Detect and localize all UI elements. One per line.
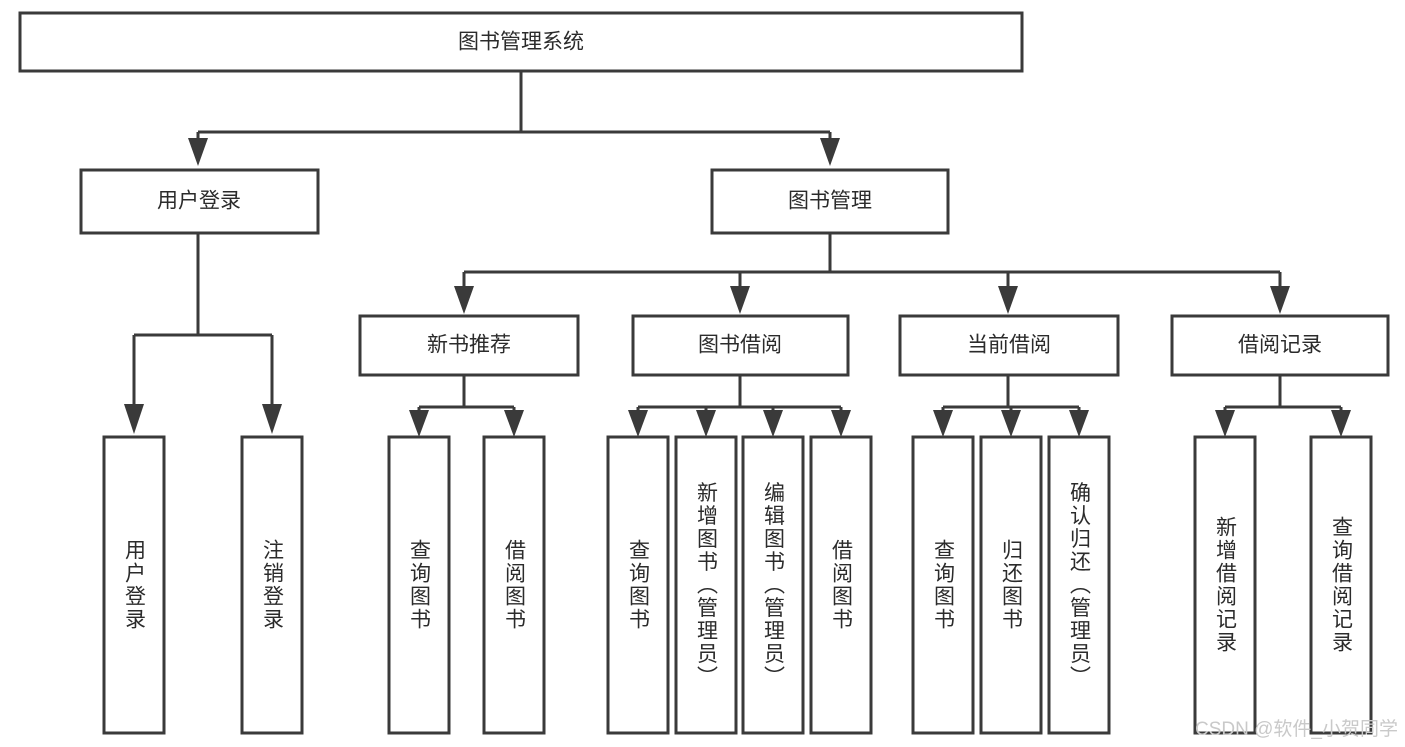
leaf-book-borrow-3-box[interactable] [809, 435, 873, 735]
connector-group-borrow-record [1215, 375, 1351, 437]
arrow-head-leaf-user-login-1 [262, 404, 282, 434]
node-new-book-recommend-label: 新书推荐 [427, 334, 511, 357]
arrow-head-book-borrow-leaf-1 [696, 410, 716, 437]
node-current-borrow-box[interactable] [898, 314, 1120, 377]
arrow-head-current-borrow-leaf-0 [933, 410, 953, 437]
node-root-label: 图书管理系统 [458, 31, 584, 54]
arrow-head-book-borrow-leaf-3 [831, 410, 851, 437]
arrow-head-book-borrow-leaf-0 [628, 410, 648, 437]
node-user-login-box[interactable] [79, 168, 320, 235]
arrow-head-current-borrow-leaf-1 [1001, 410, 1021, 437]
arrow-head-current-borrow [998, 286, 1018, 314]
leaf-borrow-record-0-label: 新增借阅记录 [1214, 516, 1238, 654]
leaf-borrow-record-1-box[interactable] [1309, 435, 1373, 735]
arrow-head-leaf-user-login-0 [124, 404, 144, 434]
leaf-current-borrow-1-label: 归还图书 [1000, 539, 1024, 631]
connector-group-current-borrow [933, 375, 1089, 437]
leaf-new-book-0-box[interactable] [387, 435, 451, 735]
node-root-box[interactable] [18, 11, 1024, 73]
leaf-book-borrow-0[interactable]: 查询图书 [606, 435, 670, 735]
node-book-management[interactable]: 图书管理 [710, 168, 950, 235]
arrow-head-current-borrow-leaf-2 [1069, 410, 1089, 437]
leaf-current-borrow-2-label: 确认归还（管理员） [1068, 482, 1092, 689]
leaf-new-book-1-label: 借阅图书 [503, 539, 527, 631]
node-book-borrow-label: 图书借阅 [698, 334, 782, 357]
arrow-head-user-login [188, 138, 208, 166]
leaf-book-borrow-0-box[interactable] [606, 435, 670, 735]
leaf-user-login-0-label: 用户登录 [123, 539, 147, 631]
node-borrow-record-label: 借阅记录 [1238, 334, 1322, 357]
leaf-user-login-0[interactable]: 用户登录 [102, 435, 166, 735]
arrow-head-borrow-record-leaf-0 [1215, 410, 1235, 437]
arrow-head-borrow-record-leaf-1 [1331, 410, 1351, 437]
connector-group-book-borrow [628, 375, 851, 437]
leaf-user-login-1-label: 注销登录 [261, 539, 285, 631]
node-current-borrow[interactable]: 当前借阅 [898, 314, 1120, 377]
leaf-book-borrow-3[interactable]: 借阅图书 [809, 435, 873, 735]
node-book-management-label: 图书管理 [788, 190, 872, 213]
arrow-head-book-mgmt [820, 138, 840, 166]
leaf-book-borrow-2-label: 编辑图书（管理员） [762, 482, 786, 689]
leaf-new-book-0[interactable]: 查询图书 [387, 435, 451, 735]
leaf-new-book-0-label: 查询图书 [408, 539, 432, 631]
node-user-login-label: 用户登录 [157, 190, 241, 213]
leaf-user-login-1[interactable]: 注销登录 [240, 435, 304, 735]
leaf-book-borrow-3-label: 借阅图书 [830, 539, 854, 631]
node-current-borrow-label: 当前借阅 [967, 334, 1051, 357]
leaf-book-borrow-1[interactable]: 新增图书（管理员） [674, 435, 738, 735]
arrow-head-new-book-leaf-0 [409, 410, 429, 437]
leaf-borrow-record-0-box[interactable] [1193, 435, 1257, 735]
leaf-new-book-1-box[interactable] [482, 435, 546, 735]
leaf-book-borrow-1-box[interactable] [674, 435, 738, 735]
leaf-current-borrow-0-box[interactable] [911, 435, 975, 735]
leaf-user-login-0-box[interactable] [102, 435, 166, 735]
leaf-book-borrow-0-label: 查询图书 [627, 539, 651, 631]
leaf-borrow-record-1[interactable]: 查询借阅记录 [1309, 435, 1373, 735]
node-new-book-recommend[interactable]: 新书推荐 [358, 314, 580, 377]
leaf-current-borrow-1[interactable]: 归还图书 [979, 435, 1043, 735]
leaf-current-borrow-2-box[interactable] [1047, 435, 1111, 735]
node-user-login[interactable]: 用户登录 [79, 168, 320, 235]
leaf-current-borrow-2[interactable]: 确认归还（管理员） [1047, 435, 1111, 735]
leaf-book-borrow-1-label: 新增图书（管理员） [695, 482, 719, 689]
node-borrow-record[interactable]: 借阅记录 [1170, 314, 1390, 377]
arrow-head-new-book [454, 286, 474, 314]
csdn-watermark: CSDN @软件_小贺同学 [1195, 718, 1398, 740]
connector-group-new-book [409, 375, 524, 437]
node-new-book-recommend-box[interactable] [358, 314, 580, 377]
leaf-book-borrow-2-box[interactable] [741, 435, 805, 735]
arrow-head-book-borrow [730, 286, 750, 314]
leaf-current-borrow-1-box[interactable] [979, 435, 1043, 735]
node-book-management-box[interactable] [710, 168, 950, 235]
leaf-borrow-record-0[interactable]: 新增借阅记录 [1193, 435, 1257, 735]
leaf-new-book-1[interactable]: 借阅图书 [482, 435, 546, 735]
node-book-borrow-box[interactable] [631, 314, 850, 377]
connector-group-user-login [124, 233, 282, 434]
arrow-head-book-borrow-leaf-2 [763, 410, 783, 437]
leaf-user-login-1-box[interactable] [240, 435, 304, 735]
node-book-borrow[interactable]: 图书借阅 [631, 314, 850, 377]
arrow-head-new-book-leaf-1 [504, 410, 524, 437]
arrow-head-borrow-record [1270, 286, 1290, 314]
connector-group-book-mgmt [454, 233, 1290, 314]
node-root[interactable]: 图书管理系统 [18, 11, 1024, 73]
leaf-current-borrow-0[interactable]: 查询图书 [911, 435, 975, 735]
leaf-borrow-record-1-label: 查询借阅记录 [1330, 516, 1354, 654]
connector-group-root [188, 72, 840, 166]
leaf-current-borrow-0-label: 查询图书 [932, 539, 956, 631]
leaf-book-borrow-2[interactable]: 编辑图书（管理员） [741, 435, 805, 735]
node-borrow-record-box[interactable] [1170, 314, 1390, 377]
